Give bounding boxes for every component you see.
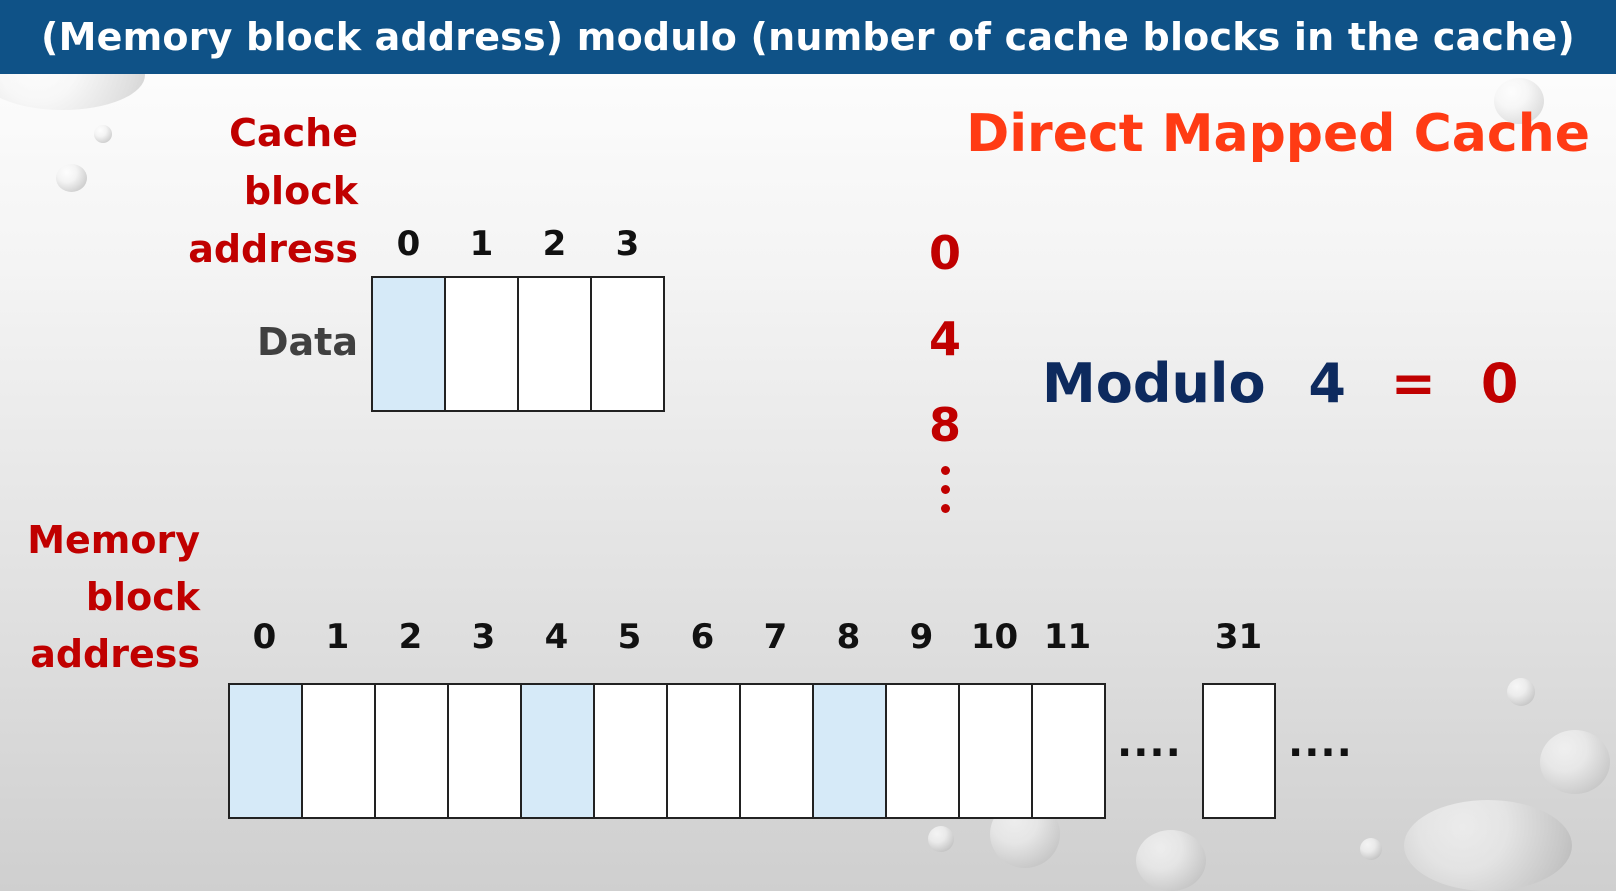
memory-block-cell	[447, 683, 522, 819]
memory-block-cell	[593, 683, 668, 819]
cache-index: 3	[615, 224, 640, 264]
slide-title: Direct Mapped Cache	[966, 104, 1590, 164]
formula-word: Modulo	[1042, 352, 1266, 415]
label-line: Memory	[27, 518, 200, 562]
memory-index: 7	[763, 617, 788, 657]
memory-block-cell	[374, 683, 449, 819]
memory-block-cell	[812, 683, 887, 819]
memory-block-cell	[666, 683, 741, 819]
water-drop-decoration	[1404, 800, 1572, 891]
memory-index: 8	[836, 617, 861, 657]
memory-block-cell	[228, 683, 303, 819]
memory-index: 5	[617, 617, 642, 657]
vertical-ellipsis-dot	[941, 466, 950, 475]
memory-trailing-ellipsis: ....	[1288, 720, 1353, 766]
memory-index: 0	[252, 617, 277, 657]
memory-block-cell	[958, 683, 1033, 819]
memory-block-cell	[739, 683, 814, 819]
water-drop-decoration	[928, 826, 954, 852]
cache-block-cell	[371, 276, 446, 412]
modulo-formula: Modulo 4 = 0	[1042, 352, 1518, 415]
memory-block-cell	[301, 683, 376, 819]
label-line: address	[188, 227, 358, 271]
memory-index: 2	[398, 617, 423, 657]
memory-index: 9	[909, 617, 934, 657]
cache-index: 1	[469, 224, 494, 264]
label-line: address	[30, 632, 200, 676]
water-drop-decoration	[56, 164, 87, 192]
water-drop-decoration	[1494, 78, 1544, 124]
memory-block-cell	[885, 683, 960, 819]
water-drop-decoration	[1540, 730, 1610, 794]
memory-index: 4	[544, 617, 569, 657]
label-line: Cache	[229, 111, 358, 155]
cache-index: 2	[542, 224, 567, 264]
sequence-value: 0	[928, 226, 961, 280]
memory-index: 11	[1043, 617, 1092, 657]
cache-block-address-label: Cache block address	[180, 104, 358, 278]
memory-block-cell	[520, 683, 595, 819]
water-drop-decoration	[1136, 830, 1206, 891]
formula-result: 0	[1480, 352, 1519, 415]
memory-index: 10	[970, 617, 1019, 657]
sequence-value: 8	[928, 398, 961, 452]
memory-last-index: 31	[1214, 617, 1263, 657]
header-banner: (Memory block address) modulo (number of…	[0, 0, 1616, 74]
cache-block-cell	[517, 276, 592, 412]
water-drop-decoration	[1360, 838, 1382, 860]
memory-index: 1	[325, 617, 350, 657]
cache-index: 0	[396, 224, 421, 264]
label-line: block	[85, 575, 200, 619]
memory-last-block-cell	[1202, 683, 1276, 819]
sequence-value: 4	[928, 312, 961, 366]
vertical-ellipsis-dot	[941, 485, 950, 494]
cache-block-cell	[590, 276, 665, 412]
memory-index: 3	[471, 617, 496, 657]
cache-block-cell	[444, 276, 519, 412]
memory-block-cell	[1031, 683, 1106, 819]
water-drop-decoration	[94, 125, 112, 143]
memory-block-address-label: Memory block address	[10, 512, 200, 683]
memory-index: 6	[690, 617, 715, 657]
formula-divisor: 4	[1308, 352, 1346, 415]
vertical-ellipsis-dot	[941, 504, 950, 513]
memory-gap-ellipsis: ....	[1117, 720, 1182, 766]
water-drop-decoration	[1507, 678, 1535, 706]
label-line: block	[243, 169, 358, 213]
data-row-label: Data	[257, 320, 358, 364]
formula-equals: =	[1390, 352, 1436, 415]
